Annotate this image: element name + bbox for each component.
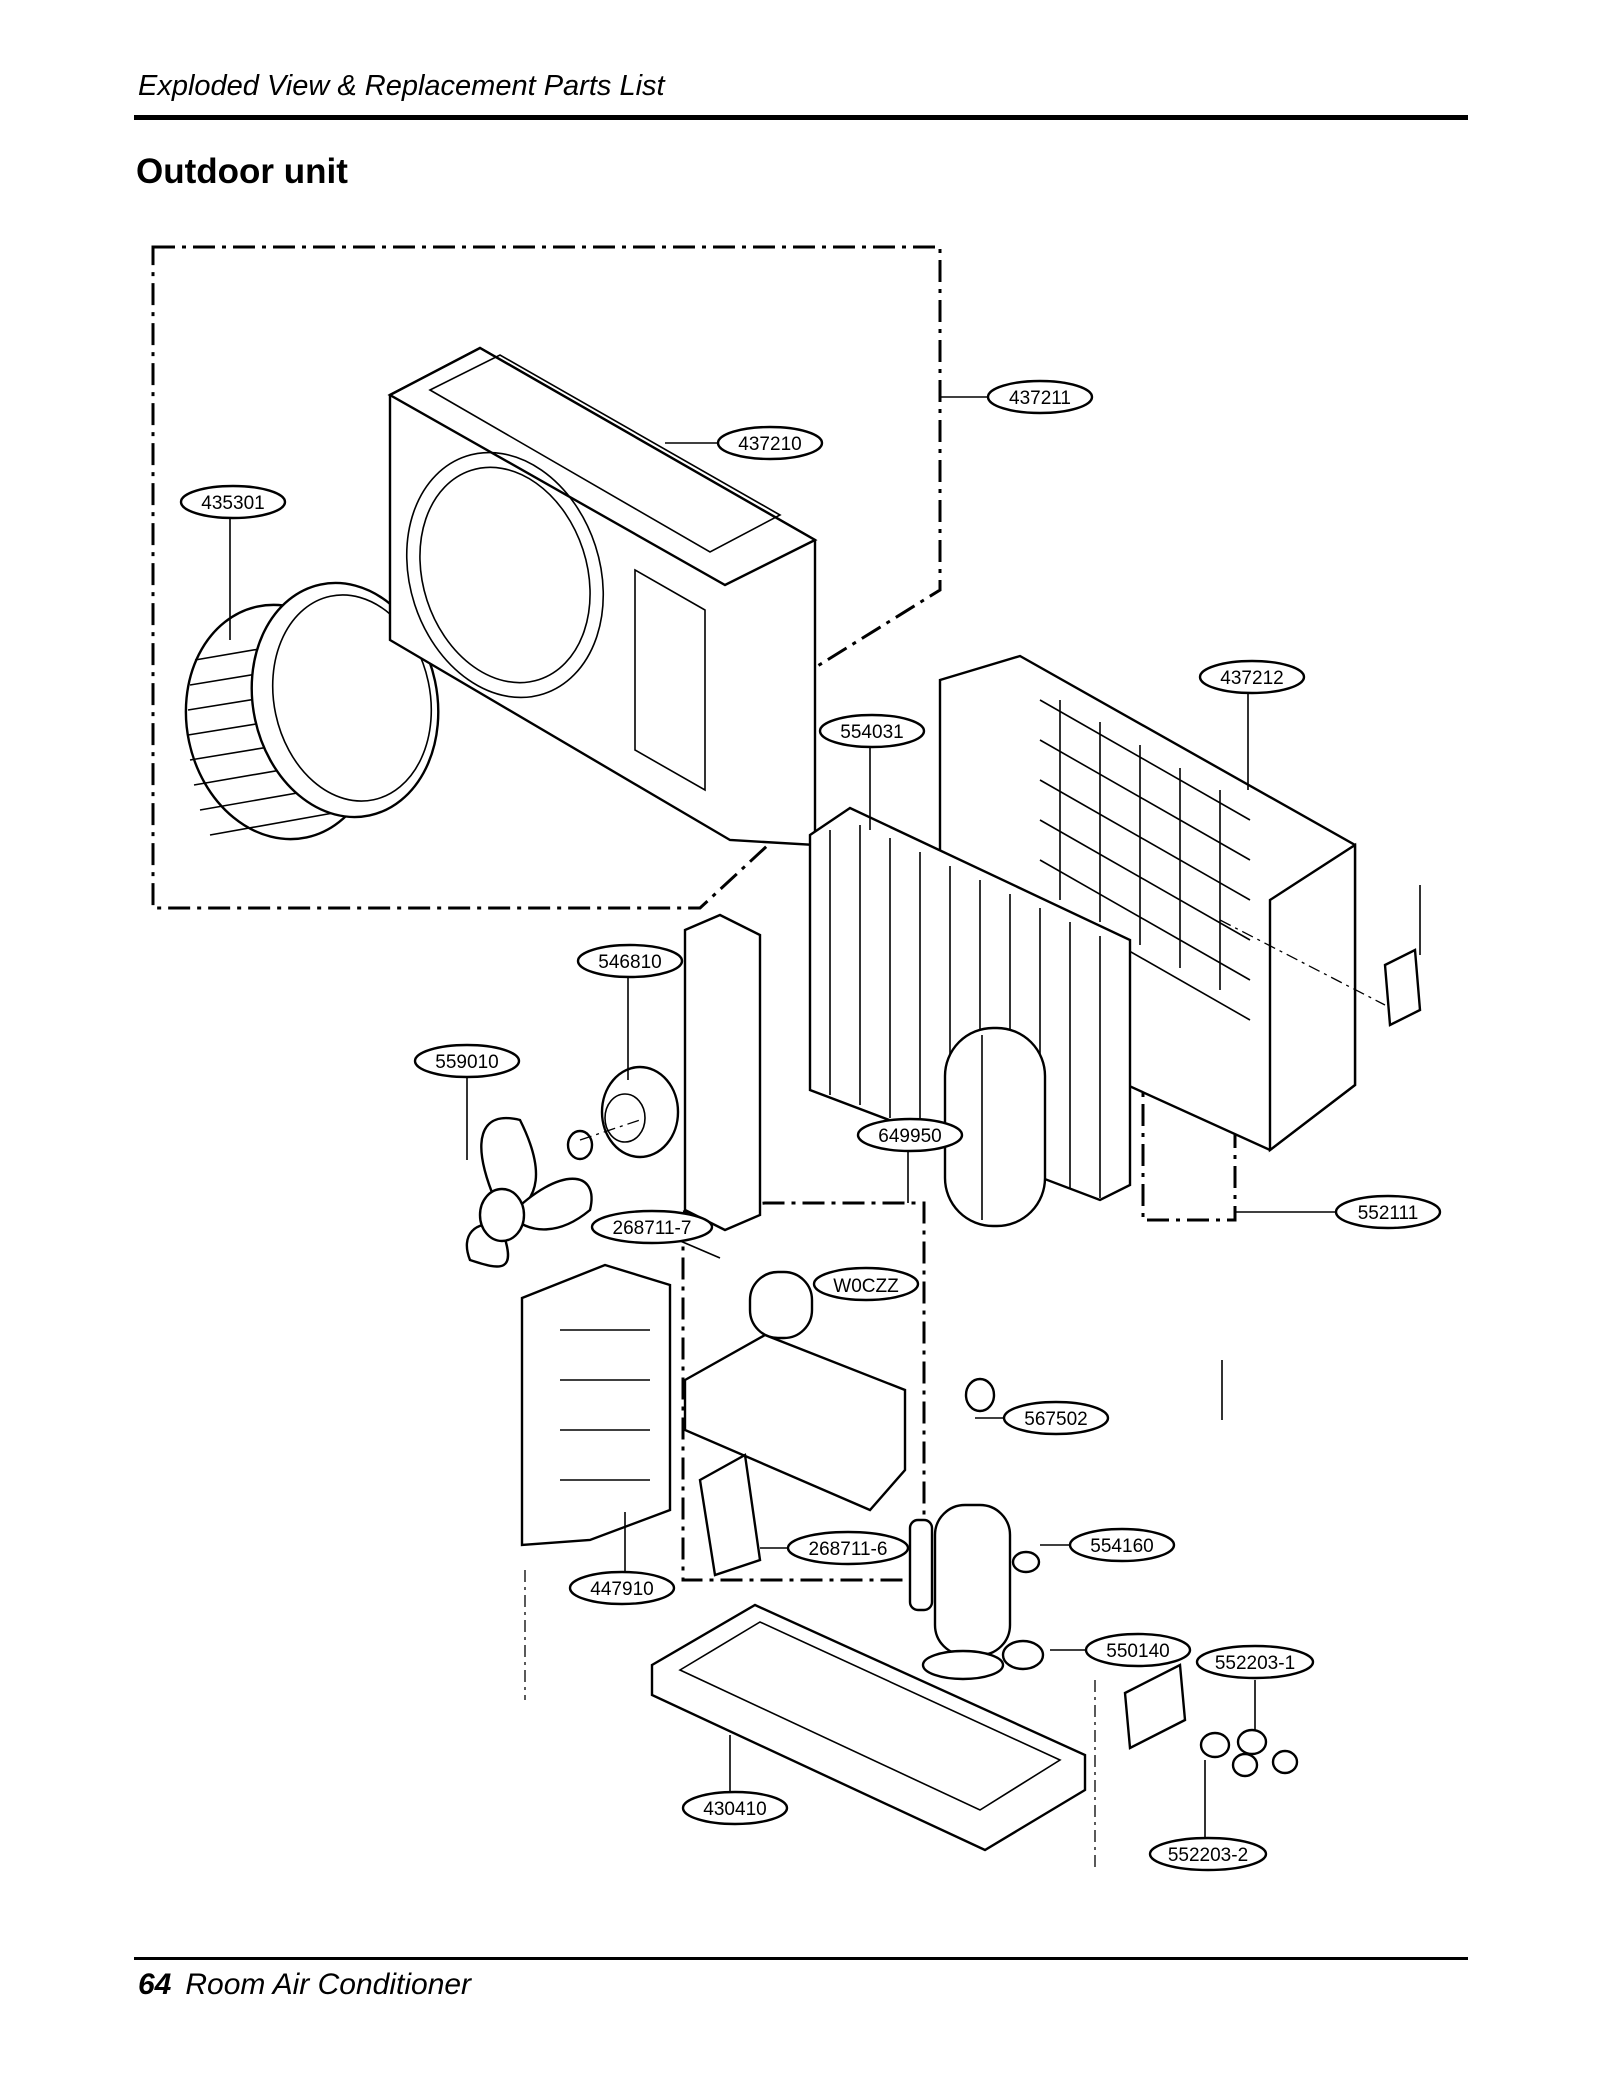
svg-text:268711-6: 268711-6	[809, 1539, 888, 1560]
svg-text:649950: 649950	[878, 1126, 941, 1147]
callout-437211: 437211	[986, 379, 1094, 415]
compressor	[908, 1503, 1045, 1681]
service-valves	[1199, 1728, 1299, 1778]
svg-text:437210: 437210	[738, 434, 801, 455]
callout-w0czz: W0CZZ	[812, 1266, 920, 1302]
pcb-board	[698, 1453, 762, 1577]
callout-552111: 552111	[1334, 1194, 1442, 1230]
callout-268711-6: 268711-6	[786, 1530, 910, 1566]
callout-437212: 437212	[1198, 659, 1306, 695]
callout-567502: 567502	[1002, 1400, 1110, 1436]
footer-doc-title: Room Air Conditioner	[185, 1968, 472, 2001]
svg-text:554031: 554031	[840, 722, 903, 743]
motor-bracket	[683, 913, 762, 1232]
callout-559010: 559010	[413, 1043, 521, 1079]
svg-text:430410: 430410	[703, 1799, 766, 1820]
callout-649950: 649950	[856, 1117, 964, 1153]
callout-268711-7: 268711-7	[590, 1209, 714, 1245]
projection-lines	[524, 919, 1386, 1870]
page-footer: 64 Room Air Conditioner	[138, 1968, 471, 2002]
svg-text:552203-2: 552203-2	[1168, 1845, 1248, 1866]
svg-text:552111: 552111	[1358, 1203, 1419, 1224]
callout-447910: 447910	[568, 1570, 676, 1606]
svg-text:552203-1: 552203-1	[1215, 1653, 1295, 1674]
valve-bracket	[1123, 1663, 1187, 1750]
page-number: 64	[138, 1968, 172, 2001]
base-pan	[650, 1603, 1087, 1852]
page-heading: Outdoor unit	[136, 152, 348, 191]
partition-panel	[520, 1263, 672, 1547]
leader-lines	[229, 396, 1421, 1838]
svg-text:268711-7: 268711-7	[613, 1218, 692, 1239]
control-cover	[683, 1333, 907, 1512]
svg-text:550140: 550140	[1106, 1641, 1169, 1662]
svg-text:447910: 447910	[590, 1579, 653, 1600]
svg-text:554160: 554160	[1090, 1536, 1153, 1557]
callout-437210: 437210	[716, 425, 824, 461]
part-callouts: 437211 437210 435301 437212 554031 54681…	[179, 379, 1442, 1872]
svg-text:W0CZZ: W0CZZ	[833, 1276, 899, 1297]
isolator-grommets	[964, 1377, 1041, 1574]
svg-text:546810: 546810	[598, 952, 661, 973]
svg-text:437211: 437211	[1009, 388, 1071, 409]
callout-430410: 430410	[681, 1790, 789, 1826]
callout-552203-2: 552203-2	[1148, 1836, 1268, 1872]
svg-text:559010: 559010	[435, 1052, 498, 1073]
svg-text:435301: 435301	[201, 493, 264, 514]
header-rule	[134, 115, 1468, 120]
callout-435301: 435301	[179, 484, 287, 520]
control-assembly-boundary	[681, 1201, 926, 1582]
condenser-coil	[808, 806, 1132, 1202]
fan-motor	[600, 1065, 680, 1159]
header-title: Exploded View & Replacement Parts List	[138, 70, 665, 102]
front-cabinet-panel	[387, 346, 818, 847]
callout-552203-1: 552203-1	[1195, 1644, 1315, 1680]
callout-550140: 550140	[1084, 1632, 1192, 1668]
svg-text:567502: 567502	[1024, 1409, 1087, 1430]
propeller-fan	[465, 1117, 594, 1268]
callout-554160: 554160	[1068, 1527, 1176, 1563]
callout-554031: 554031	[818, 713, 926, 749]
svg-text:437212: 437212	[1220, 668, 1283, 689]
capacitor	[748, 1270, 814, 1340]
compressor-sound-jacket	[943, 1026, 1047, 1228]
callout-546810: 546810	[576, 943, 684, 979]
side-cover	[1383, 948, 1422, 1027]
footer-rule	[134, 1957, 1468, 1960]
